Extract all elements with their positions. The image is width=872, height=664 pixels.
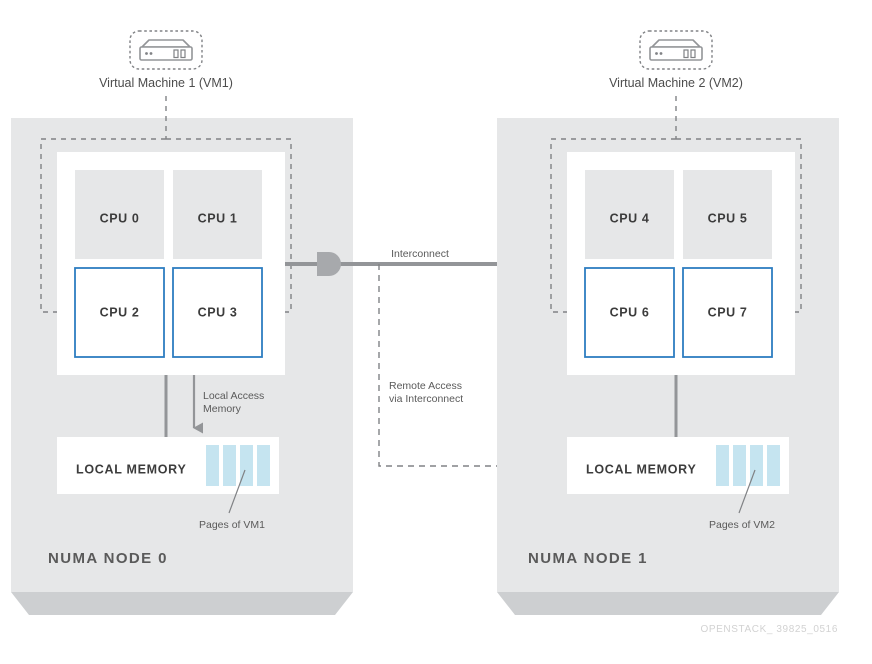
node-1-base-shadow <box>497 592 839 615</box>
vm1-dashed-path-right <box>166 138 292 316</box>
cpu-7-label: CPU 7 <box>708 305 748 319</box>
cpu-5-label: CPU 5 <box>708 211 748 225</box>
vm2-dashed-path-right <box>676 138 802 316</box>
cpu-6-label: CPU 6 <box>610 305 650 319</box>
memory-page <box>716 445 729 486</box>
cpu-4-box[interactable] <box>585 170 674 259</box>
node-1-pages-label: Pages of VM2 <box>709 519 775 531</box>
cpu-5-box[interactable] <box>683 170 772 259</box>
interconnect-connector-left <box>317 252 341 276</box>
cpu-7-box[interactable] <box>682 267 773 358</box>
node-0-memory-pages <box>206 445 270 486</box>
node-0-pages-leader-line <box>228 469 246 514</box>
vm1-dashed-path-left <box>40 138 166 316</box>
node-0-title: NUMA NODE 0 <box>48 550 168 567</box>
node-1-local-memory-label: LOCAL MEMORY <box>586 462 696 476</box>
remote-access-group: Remote Access via Interconnect <box>378 264 563 470</box>
node-1-memory-pages <box>716 445 780 486</box>
cpu-1-label: CPU 1 <box>198 211 238 225</box>
cpu-0-box[interactable] <box>75 170 164 259</box>
vm1-label: Virtual Machine 1 (VM1) <box>99 76 233 90</box>
remote-access-label-line2: via Interconnect <box>389 393 463 405</box>
memory-page <box>206 445 219 486</box>
vm2-server-icon <box>639 30 713 70</box>
memory-page <box>733 445 746 486</box>
memory-page <box>223 445 236 486</box>
cpu-2-box[interactable] <box>74 267 165 358</box>
remote-access-label-line1: Remote Access <box>389 380 462 392</box>
numa-node-0-group: Virtual Machine 1 (VM1) CPU 0 CPU 1 CPU … <box>11 30 353 615</box>
watermark-label: OPENSTACK_ 39825_0516 <box>701 624 839 635</box>
numa-node-1-group: Virtual Machine 2 (VM2) CPU 4 CPU 5 CPU … <box>497 30 839 615</box>
interconnect-label: Interconnect <box>391 248 449 260</box>
memory-page <box>767 445 780 486</box>
memory-page <box>257 445 270 486</box>
node-1-title: NUMA NODE 1 <box>528 550 648 567</box>
vm1-server-icon <box>129 30 203 70</box>
local-access-label-line1: Local Access <box>203 390 264 402</box>
vm2-label: Virtual Machine 2 (VM2) <box>609 76 743 90</box>
node-0-pages-label: Pages of VM1 <box>199 519 265 531</box>
cpu-4-label: CPU 4 <box>610 211 650 225</box>
node-0-base-shadow <box>11 592 353 615</box>
cpu-6-box[interactable] <box>584 267 675 358</box>
cpu-0-label: CPU 0 <box>100 211 140 225</box>
local-access-label-line2: Memory <box>203 403 242 415</box>
cpu-3-label: CPU 3 <box>198 305 238 319</box>
cpu-2-label: CPU 2 <box>100 305 140 319</box>
vm2-dashed-path-left <box>550 138 676 316</box>
node-1-pages-leader-line <box>738 469 756 514</box>
cpu-3-box[interactable] <box>172 267 263 358</box>
cpu-1-box[interactable] <box>173 170 262 259</box>
node-0-local-memory-label: LOCAL MEMORY <box>76 462 186 476</box>
